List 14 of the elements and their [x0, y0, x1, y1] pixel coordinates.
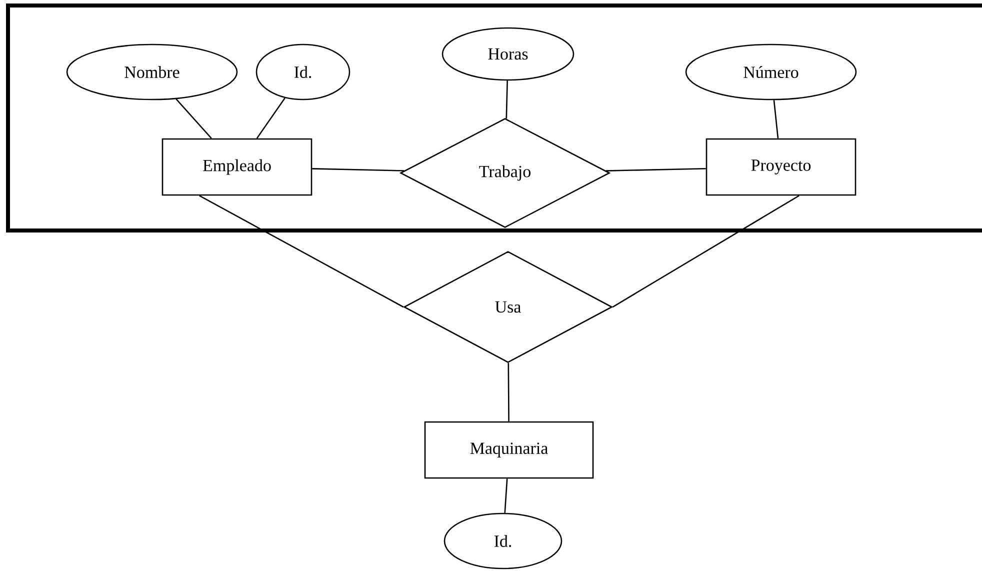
connector-line: [256, 98, 286, 139]
aggregation-frame: [6, 4, 982, 232]
connector-line: [508, 362, 510, 422]
connector-line: [606, 168, 706, 172]
entity-box: Maquinaria: [424, 421, 594, 479]
connector-line: [612, 195, 800, 308]
connector-line: [199, 195, 404, 308]
connector-line: [312, 168, 404, 172]
entity-box: Empleado: [162, 138, 312, 196]
connector-line: [176, 98, 212, 139]
connector-line: [773, 100, 779, 138]
entity-box: Proyecto: [706, 138, 856, 196]
connector-line: [506, 80, 508, 119]
connector-line: [504, 478, 508, 513]
